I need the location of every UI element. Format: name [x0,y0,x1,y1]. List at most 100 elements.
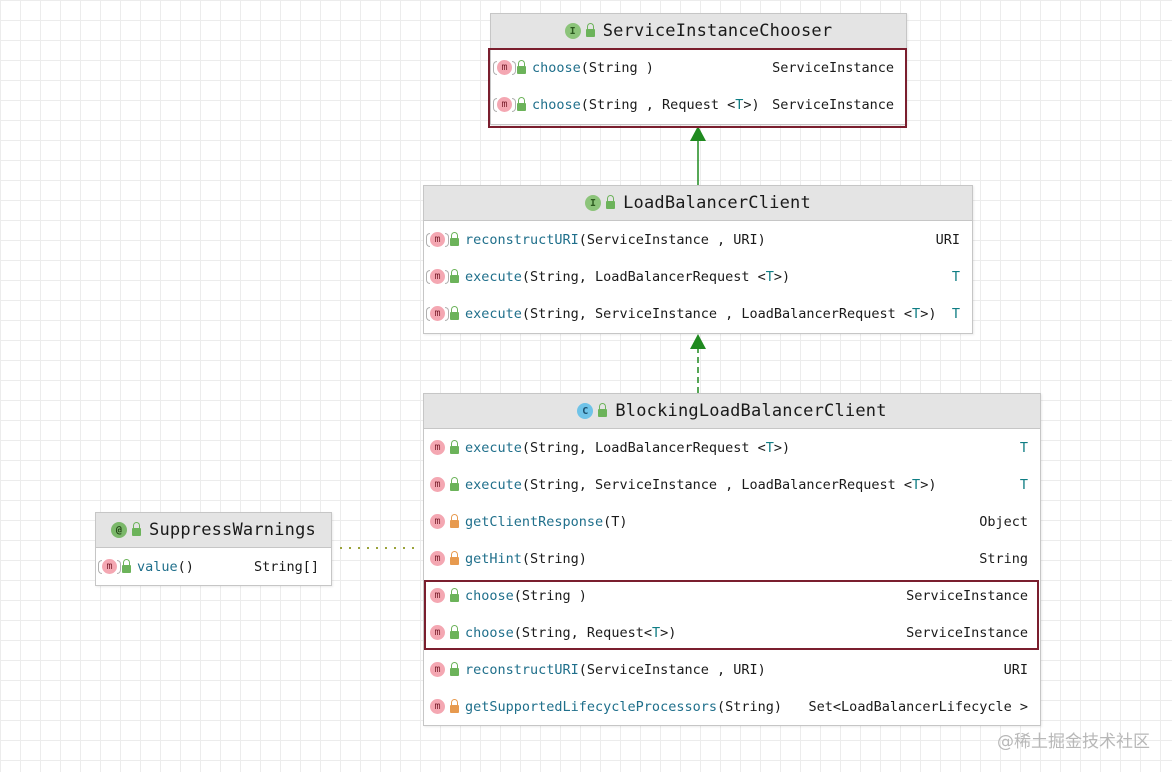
method-return: URI [1003,661,1028,678]
method-icon: m [98,559,121,574]
method-row[interactable]: m execute (String, ServiceInstance , Loa… [424,466,1040,503]
public-visibility-icon [585,23,595,37]
public-visibility-icon [450,231,459,246]
method-icon: m [430,588,445,603]
method-return: URI [935,231,960,248]
method-return: T [1019,439,1028,456]
params-suffix: >) [920,476,937,493]
params-prefix: (String, LoadBalancerRequest < [521,439,766,456]
method-params: (String, ServiceInstance , LoadBalancerR… [522,306,937,322]
method-return: ServiceInstance [906,624,1028,641]
public-visibility-icon [450,439,459,454]
method-row[interactable]: m value () String[] [96,548,331,585]
type-param: T [912,476,921,493]
method-name: choose [465,624,514,641]
public-visibility-icon [450,268,459,283]
params-suffix: >) [773,268,791,285]
method-params: (String, Request<T>) [514,625,677,641]
method-row[interactable]: m execute (String, ServiceInstance , Loa… [424,295,972,332]
params-suffix: >) [660,624,677,641]
params-prefix: (String, ServiceInstance , LoadBalancerR… [521,476,913,493]
method-return: T [951,305,960,322]
method-params: () [177,558,194,575]
method-icon: m [493,97,516,112]
private-lock-icon [450,550,459,565]
watermark: @稀土掘金技术社区 [997,732,1150,752]
method-params: (String ) [580,59,654,76]
method-name: choose [532,59,581,76]
method-params: (String) [716,698,782,715]
params-prefix: (String, Request< [513,624,652,641]
method-params: (T) [603,513,628,530]
method-row[interactable]: m choose (String ) ServiceInstance [424,577,1040,614]
method-name: execute [465,305,522,322]
public-visibility-icon [606,195,616,209]
method-params: (ServiceInstance , URI) [578,231,766,248]
node-title: ServiceInstanceChooser [602,21,833,41]
node-title: BlockingLoadBalancerClient [615,401,887,421]
arrowhead-client [690,334,706,349]
method-row[interactable]: m getSupportedLifecycleProcessors (Strin… [424,688,1040,725]
method-row[interactable]: m choose (String, Request<T>) ServiceIns… [424,614,1040,651]
params-suffix: >) [773,439,791,456]
public-visibility-icon [450,661,459,676]
public-visibility-icon [450,624,459,639]
public-visibility-icon [598,403,608,417]
method-name: getHint [465,550,522,567]
method-icon: m [430,440,445,455]
method-name: choose [532,96,581,113]
method-name: value [137,558,178,575]
method-name: reconstructURI [465,231,579,248]
method-row[interactable]: m execute (String, LoadBalancerRequest <… [424,258,972,295]
node-load-balancer-client[interactable]: I LoadBalancerClient m reconstructURI (S… [423,185,973,334]
method-row[interactable]: m choose (String ) ServiceInstance [491,49,906,86]
params-prefix: (String , Request < [580,96,736,113]
node-title: SuppressWarnings [149,520,316,540]
type-param: T [765,268,774,285]
method-return: T [951,268,960,285]
params-prefix: (String, LoadBalancerRequest < [521,268,766,285]
node-header: I ServiceInstanceChooser [491,14,906,49]
method-params: (String, LoadBalancerRequest <T>) [522,269,790,285]
method-return: ServiceInstance [772,96,894,113]
method-return: String [979,550,1028,567]
method-icon: m [430,699,445,714]
method-icon: m [426,269,449,284]
node-service-instance-chooser[interactable]: I ServiceInstanceChooser m choose (Strin… [490,13,907,125]
method-return: ServiceInstance [772,59,894,76]
method-icon: m [426,306,449,321]
method-name: execute [465,439,522,456]
method-name: getClientResponse [465,513,604,530]
method-name: getSupportedLifecycleProcessors [465,698,717,715]
method-icon: m [430,551,445,566]
public-visibility-icon [450,305,459,320]
method-row[interactable]: m getClientResponse (T) Object [424,503,1040,540]
method-name: execute [465,476,522,493]
arrowhead-chooser [690,126,706,141]
method-return: Object [979,513,1028,530]
method-row[interactable]: m execute (String, LoadBalancerRequest <… [424,429,1040,466]
method-row[interactable]: m reconstructURI (ServiceInstance , URI)… [424,221,972,258]
public-visibility-icon [450,476,459,491]
type-param: T [735,96,744,113]
node-suppress-warnings[interactable]: @ SuppressWarnings m value () String[] [95,512,332,586]
method-return: T [1019,476,1028,493]
class-icon: C [577,403,594,419]
params-suffix: >) [743,96,760,113]
node-header: C BlockingLoadBalancerClient [424,394,1040,429]
method-params: (String) [521,550,587,567]
private-lock-icon [450,698,459,713]
method-row[interactable]: m choose (String , Request <T>) ServiceI… [491,86,906,123]
interface-icon: I [564,23,581,39]
node-blocking-load-balancer-client[interactable]: C BlockingLoadBalancerClient m execute (… [423,393,1041,726]
method-params: (String ) [513,587,587,604]
method-name: execute [465,268,522,285]
method-return: Set<LoadBalancerLifecycle > [808,698,1028,715]
method-icon: m [493,60,516,75]
public-visibility-icon [517,59,526,74]
method-row[interactable]: m getHint (String) String [424,540,1040,577]
method-icon: m [430,625,445,640]
annotation-icon: @ [111,522,128,538]
method-row[interactable]: m reconstructURI (ServiceInstance , URI)… [424,651,1040,688]
